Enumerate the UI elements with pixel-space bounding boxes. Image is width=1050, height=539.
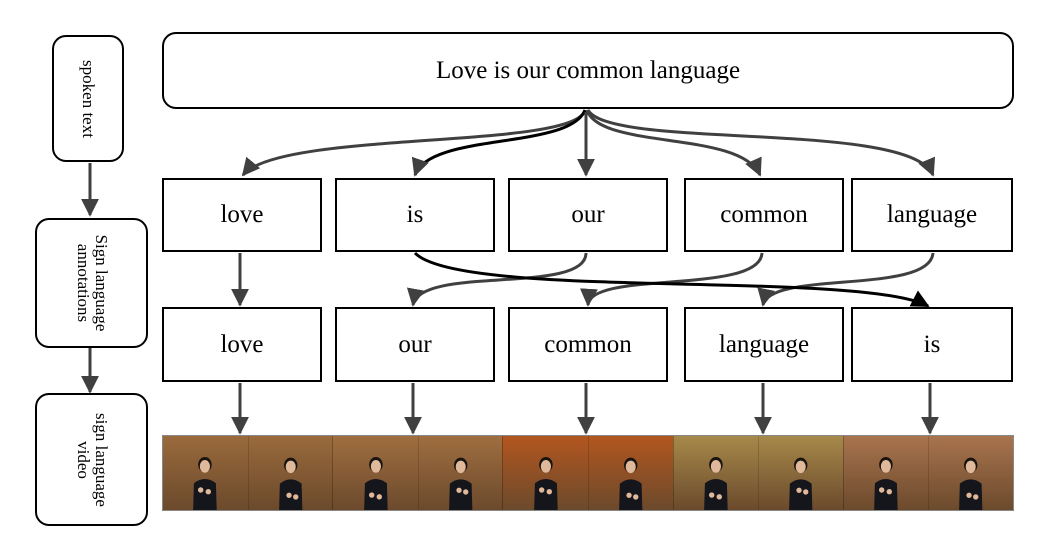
video-frame [417, 436, 503, 510]
signer-figure [789, 457, 813, 510]
signer-figure [959, 457, 983, 510]
annotation-box: is [335, 178, 495, 252]
fan-arrow-love [241, 109, 587, 177]
stage-sign-video: sign language video [35, 393, 148, 526]
video-clip [672, 436, 843, 510]
annotation-label: our [571, 201, 605, 228]
sentence-text: Love is our common language [435, 56, 741, 84]
sign-video-strip [162, 435, 1014, 511]
video-frame [674, 436, 759, 510]
annotation-label: is [406, 201, 424, 228]
signer-figure [619, 457, 643, 510]
annotation-box: our [508, 178, 668, 252]
reorder-arrow-common [580, 252, 764, 307]
annotation-box: common [684, 178, 844, 252]
fan-arrow-is [411, 109, 587, 177]
video-clip [502, 436, 673, 510]
reordered-box: language [684, 307, 844, 382]
video-frame [247, 436, 333, 510]
stage-spoken-text: spoken text [52, 35, 124, 162]
reordered-label: common [544, 330, 632, 358]
reordered-box: love [162, 307, 322, 382]
sentence-box: Love is our common language [162, 32, 1014, 109]
video-frame [503, 436, 588, 510]
reordered-label: is [923, 330, 941, 358]
video-frame [758, 436, 843, 510]
video-clip [332, 436, 503, 510]
signer-figure [193, 457, 218, 510]
stage-label: spoken text [79, 59, 98, 138]
reorder-arrow-our [407, 252, 588, 307]
signer-figure [363, 457, 388, 510]
video-frame [333, 436, 418, 510]
annotation-label: language [886, 201, 978, 228]
annotation-box: love [162, 178, 322, 252]
reorder-arrow-is [413, 251, 930, 308]
reordered-label: our [398, 330, 432, 358]
reorder-arrow-language [757, 252, 935, 307]
video-frame [588, 436, 673, 510]
video-clip [163, 436, 333, 510]
video-frame [928, 436, 1013, 510]
signer-figure [704, 457, 728, 510]
fan-arrow-language [586, 109, 935, 177]
reordered-box: common [508, 307, 668, 382]
reordered-box: our [335, 307, 495, 382]
signer-figure [874, 457, 898, 510]
stage-label: sign language video [73, 412, 111, 507]
reordered-box: is [851, 307, 1013, 382]
reordered-label: love [220, 330, 264, 358]
video-clip [842, 436, 1013, 510]
stage-label: Sign language annotations [73, 234, 111, 332]
annotation-label: common [720, 201, 808, 228]
signer-figure [448, 457, 473, 510]
fan-arrow-common [585, 109, 762, 177]
annotation-label: love [220, 201, 264, 228]
reordered-label: language [718, 330, 810, 358]
video-frame [163, 436, 248, 510]
annotation-box: language [851, 178, 1013, 252]
stage-sign-annotations: Sign language annotations [35, 218, 148, 348]
signer-figure [533, 457, 558, 510]
video-frame [844, 436, 929, 510]
signer-figure [278, 457, 303, 510]
